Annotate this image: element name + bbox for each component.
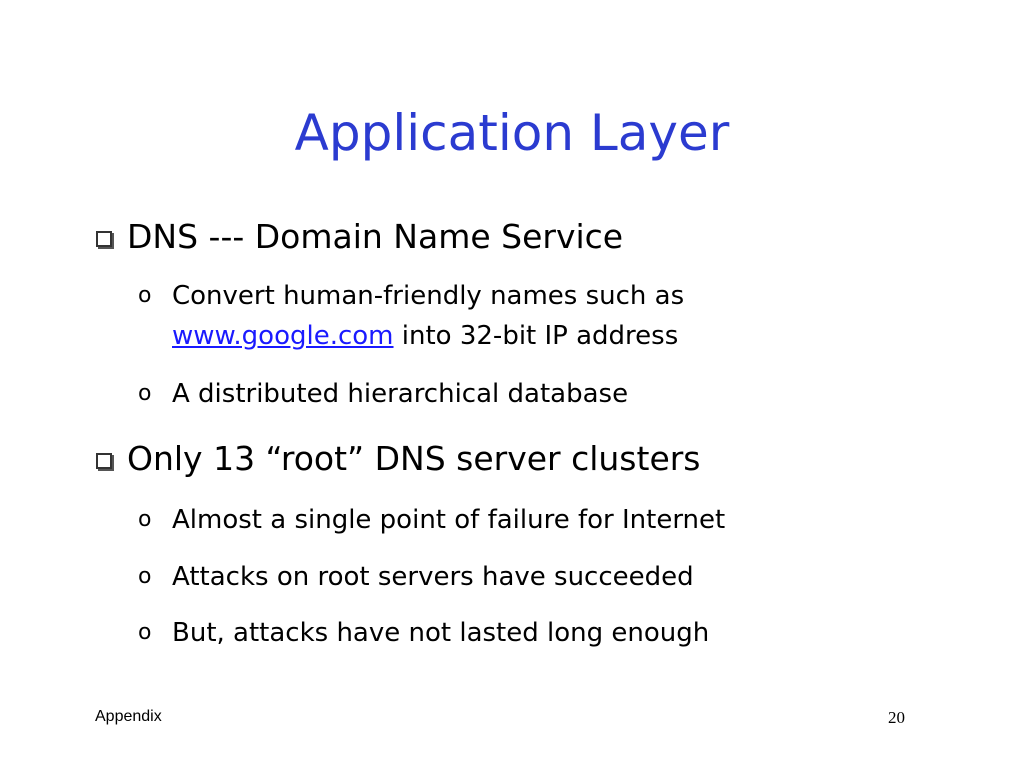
- sub-bullet-text: Almost a single point of failure for Int…: [172, 505, 726, 535]
- circle-bullet-icon: o: [138, 283, 152, 308]
- slide-title: Application Layer: [294, 104, 730, 162]
- sub-bullet-text-rest: into 32-bit IP address: [393, 321, 679, 351]
- bullet-text: DNS --- Domain Name Service: [127, 217, 624, 256]
- footer-section-label: Appendix: [95, 708, 162, 725]
- bullet-text: Only 13 “root” DNS server clusters: [127, 439, 701, 478]
- circle-bullet-icon: o: [138, 381, 152, 406]
- google-link[interactable]: www.google.com: [172, 321, 394, 351]
- circle-bullet-icon: o: [138, 507, 152, 532]
- sub-bullet-text: Convert human-friendly names such as: [172, 281, 685, 311]
- square-bullet-icon: [96, 453, 112, 469]
- page-number: 20: [888, 708, 905, 727]
- circle-bullet-icon: o: [138, 564, 152, 589]
- sub-bullet-text-cont: www.google.com into 32-bit IP address: [172, 317, 678, 355]
- sub-bullet-text: But, attacks have not lasted long enough: [172, 618, 710, 648]
- circle-bullet-icon: o: [138, 620, 152, 645]
- sub-bullet-text: Attacks on root servers have succeeded: [172, 562, 694, 592]
- sub-bullet-text: A distributed hierarchical database: [172, 379, 629, 409]
- square-bullet-icon: [96, 231, 112, 247]
